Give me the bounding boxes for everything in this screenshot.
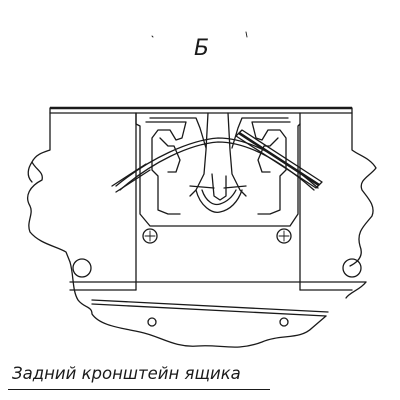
center-clip-inner — [201, 189, 237, 206]
diagonal-rod-core — [238, 131, 320, 187]
left-panel-outline — [27, 107, 71, 263]
lower-hole-left — [147, 317, 157, 327]
left-rod — [111, 163, 151, 193]
figure-caption: Задний кронштейн ящика — [12, 364, 241, 383]
diagonal-rod-outline — [235, 129, 323, 189]
center-slot-right — [227, 112, 247, 197]
left-screw — [142, 228, 158, 244]
left-bracket-inner — [149, 117, 207, 149]
right-panel-outline — [349, 107, 377, 267]
caption-underline — [8, 389, 270, 390]
spring-wire-inner — [119, 141, 315, 191]
left-circular-cutout — [72, 258, 92, 278]
right-screw — [276, 228, 292, 244]
center-clip — [195, 189, 243, 213]
right-lower-outline — [345, 281, 367, 299]
lower-hole-right — [279, 317, 289, 327]
bracket-housing — [135, 112, 301, 227]
right-bracket-arm — [251, 121, 291, 215]
lower-rail-slope — [91, 299, 329, 313]
center-latch-arm — [189, 185, 247, 189]
center-latch — [211, 173, 227, 201]
center-slot-left — [189, 112, 209, 197]
stray-mark-2 — [151, 35, 154, 38]
view-label: Б — [194, 36, 210, 61]
right-bracket-inner — [231, 117, 289, 149]
bottom-break-line — [69, 261, 327, 348]
right-circular-cutout — [342, 258, 362, 278]
spring-wire — [115, 137, 319, 189]
left-notch — [27, 161, 33, 183]
stray-mark — [245, 31, 248, 38]
lower-rail-slope-2 — [91, 303, 327, 317]
left-bracket-arm — [145, 121, 187, 215]
